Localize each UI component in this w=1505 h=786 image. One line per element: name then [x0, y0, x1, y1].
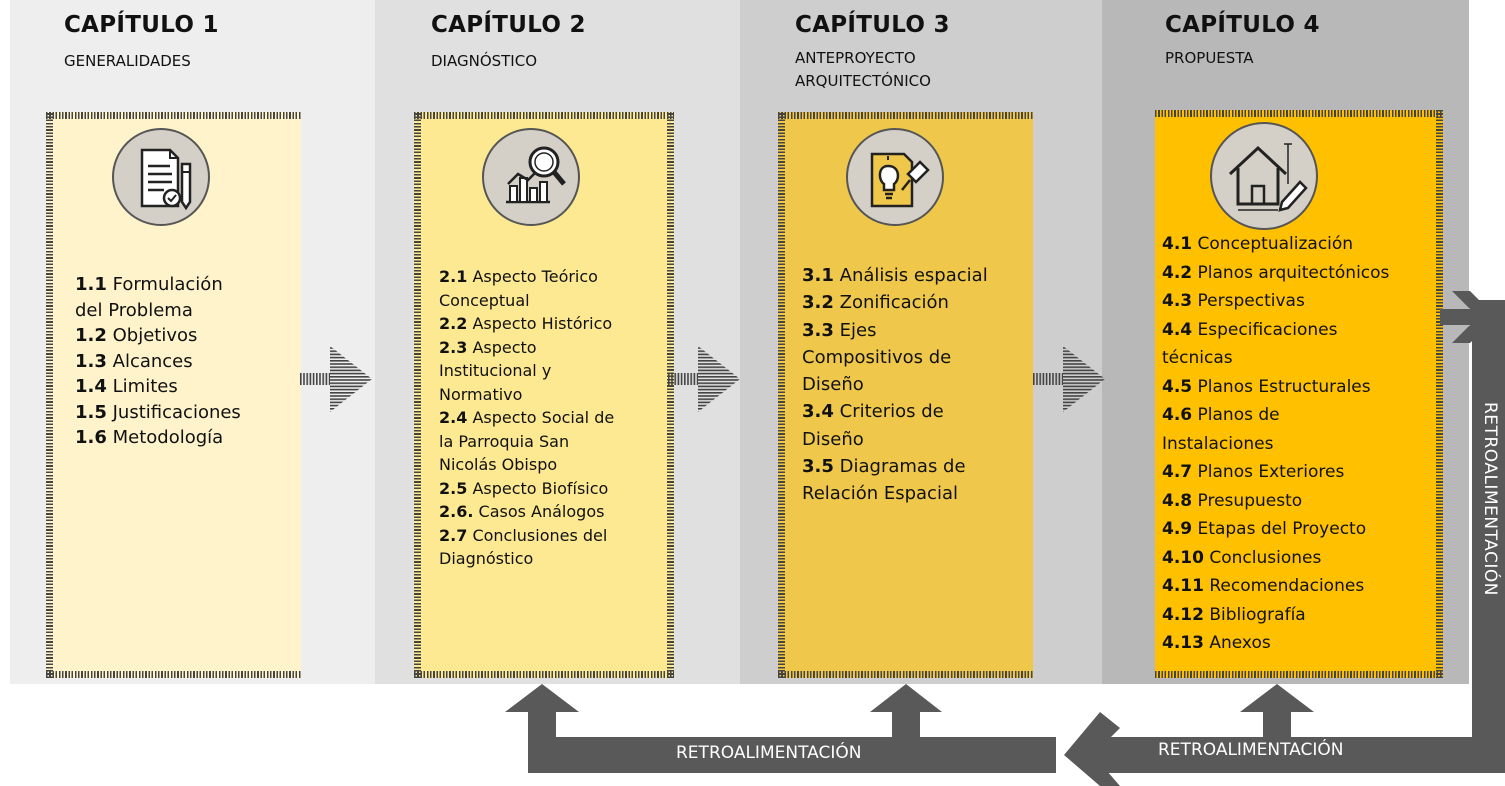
list-item: 4.7 Planos Exteriores: [1162, 462, 1345, 482]
chart-magnifier-icon: [482, 128, 580, 226]
chapter-1-items: 1.1 Formulación del Problema 1.2 Objetiv…: [75, 272, 241, 451]
list-item: 4.4 Especificaciones: [1162, 319, 1338, 340]
flow-arrow-3-to-4: [1033, 346, 1105, 412]
list-item: técnicas: [1162, 348, 1233, 368]
up-arrow-icon: [1240, 684, 1314, 737]
list-item: 2.2 Aspecto Histórico: [439, 314, 613, 333]
house-pencil-icon: [1210, 122, 1318, 230]
chapter-3-title: CAPÍTULO 3: [795, 12, 950, 38]
list-item: 1.5 Justificaciones: [75, 401, 241, 423]
list-item: Instalaciones: [1162, 433, 1274, 454]
list-item: 4.5 Planos Estructurales: [1162, 376, 1371, 397]
chapter-2-box: 2.1 Aspecto Teórico Conceptual 2.2 Aspec…: [414, 112, 674, 678]
up-arrow-icon: [870, 684, 942, 737]
chapter-4-items: 4.1 Conceptualización 4.2 Planos arquite…: [1162, 230, 1389, 658]
list-item: 4.2 Planos arquitectónicos: [1162, 262, 1390, 283]
flow-arrow-2-to-3: [668, 346, 740, 412]
chapter-1-title: CAPÍTULO 1: [64, 12, 219, 38]
list-item: Nicolás Obispo: [439, 455, 558, 474]
list-item: 4.9 Etapas del Proyecto: [1162, 519, 1367, 539]
list-item: 2.4 Aspecto Social de: [439, 408, 615, 427]
list-item: del Problema: [75, 299, 193, 321]
list-item: 4.8 Presupuesto: [1162, 490, 1303, 511]
list-item: 3.5 Diagramas de: [802, 456, 966, 478]
document-pencil-icon: [112, 128, 210, 226]
list-item: 4.10 Conclusiones: [1162, 547, 1322, 568]
feedback-label-right: RETROALIMENTACIÓN: [1158, 740, 1344, 760]
list-item: Normativo: [439, 384, 523, 404]
chapter-2-title: CAPÍTULO 2: [431, 12, 586, 38]
list-item: 3.3 Ejes: [802, 319, 877, 341]
list-item: 4.12 Bibliografía: [1162, 604, 1306, 625]
list-item: Relación Espacial: [802, 483, 958, 505]
list-item: 1.3 Alcances: [75, 350, 193, 372]
list-item: 2.7 Conclusiones del: [439, 525, 608, 545]
list-item: 2.1 Aspecto Teórico: [439, 267, 598, 286]
chapter-4-title: CAPÍTULO 4: [1165, 12, 1320, 38]
chapter-1-subtitle: GENERALIDADES: [64, 52, 191, 70]
list-item: 4.3 Perspectivas: [1162, 291, 1305, 311]
list-item: 1.2 Objetivos: [75, 325, 198, 346]
chapter-2-subtitle: DIAGNÓSTICO: [431, 52, 538, 70]
chapter-4-box: 4.1 Conceptualización 4.2 Planos arquite…: [1155, 110, 1443, 678]
list-item: 3.2 Zonificación: [802, 292, 949, 314]
chapter-3-subtitle-line2: ARQUITECTÓNICO: [795, 72, 931, 90]
lightbulb-pin-icon: [846, 128, 944, 226]
chapter-1-box: 1.1 Formulación del Problema 1.2 Objetiv…: [46, 112, 301, 678]
list-item: Diseño: [802, 428, 864, 450]
chapter-2-items: 2.1 Aspecto Teórico Conceptual 2.2 Aspec…: [439, 265, 614, 571]
list-item: 2.3 Aspecto: [439, 337, 537, 357]
list-item: Conceptual: [439, 290, 530, 310]
list-item: Compositivos de: [802, 346, 952, 368]
list-item: 4.11 Recomendaciones: [1162, 576, 1365, 596]
feedback-label-left: RETROALIMENTACIÓN: [676, 743, 862, 763]
list-item: 2.6. Casos Análogos: [439, 502, 605, 521]
list-item: 1.1 Formulación: [75, 274, 223, 295]
flow-arrow-1-to-2: [300, 346, 372, 412]
chapter-3-box: 3.1 Análisis espacial 3.2 Zonificación 3…: [778, 112, 1033, 678]
list-item: 1.4 Limites: [75, 376, 178, 397]
list-item: Diagnóstico: [439, 549, 534, 568]
list-item: 2.5 Aspecto Biofísico: [439, 478, 609, 498]
up-arrow-icon: [505, 684, 579, 737]
feedback-label-vertical: RETROALIMENTACIÓN: [1480, 402, 1500, 596]
chapter-3-items: 3.1 Análisis espacial 3.2 Zonificación 3…: [802, 262, 988, 508]
list-item: 4.13 Anexos: [1162, 633, 1271, 653]
list-item: Institucional y: [439, 361, 552, 380]
list-item: Diseño: [802, 374, 864, 396]
list-item: la Parroquia San: [439, 431, 570, 451]
list-item: 4.1 Conceptualización: [1162, 234, 1354, 254]
chapter-4-subtitle: PROPUESTA: [1165, 49, 1254, 67]
list-item: 3.4 Criterios de: [802, 401, 944, 423]
list-item: 4.6 Planos de: [1162, 405, 1280, 425]
chapter-3-subtitle-line1: ANTEPROYECTO: [795, 49, 916, 67]
list-item: 3.1 Análisis espacial: [802, 265, 988, 286]
list-item: 1.6 Metodología: [75, 427, 224, 448]
left-arrow-icon: [1064, 712, 1120, 786]
